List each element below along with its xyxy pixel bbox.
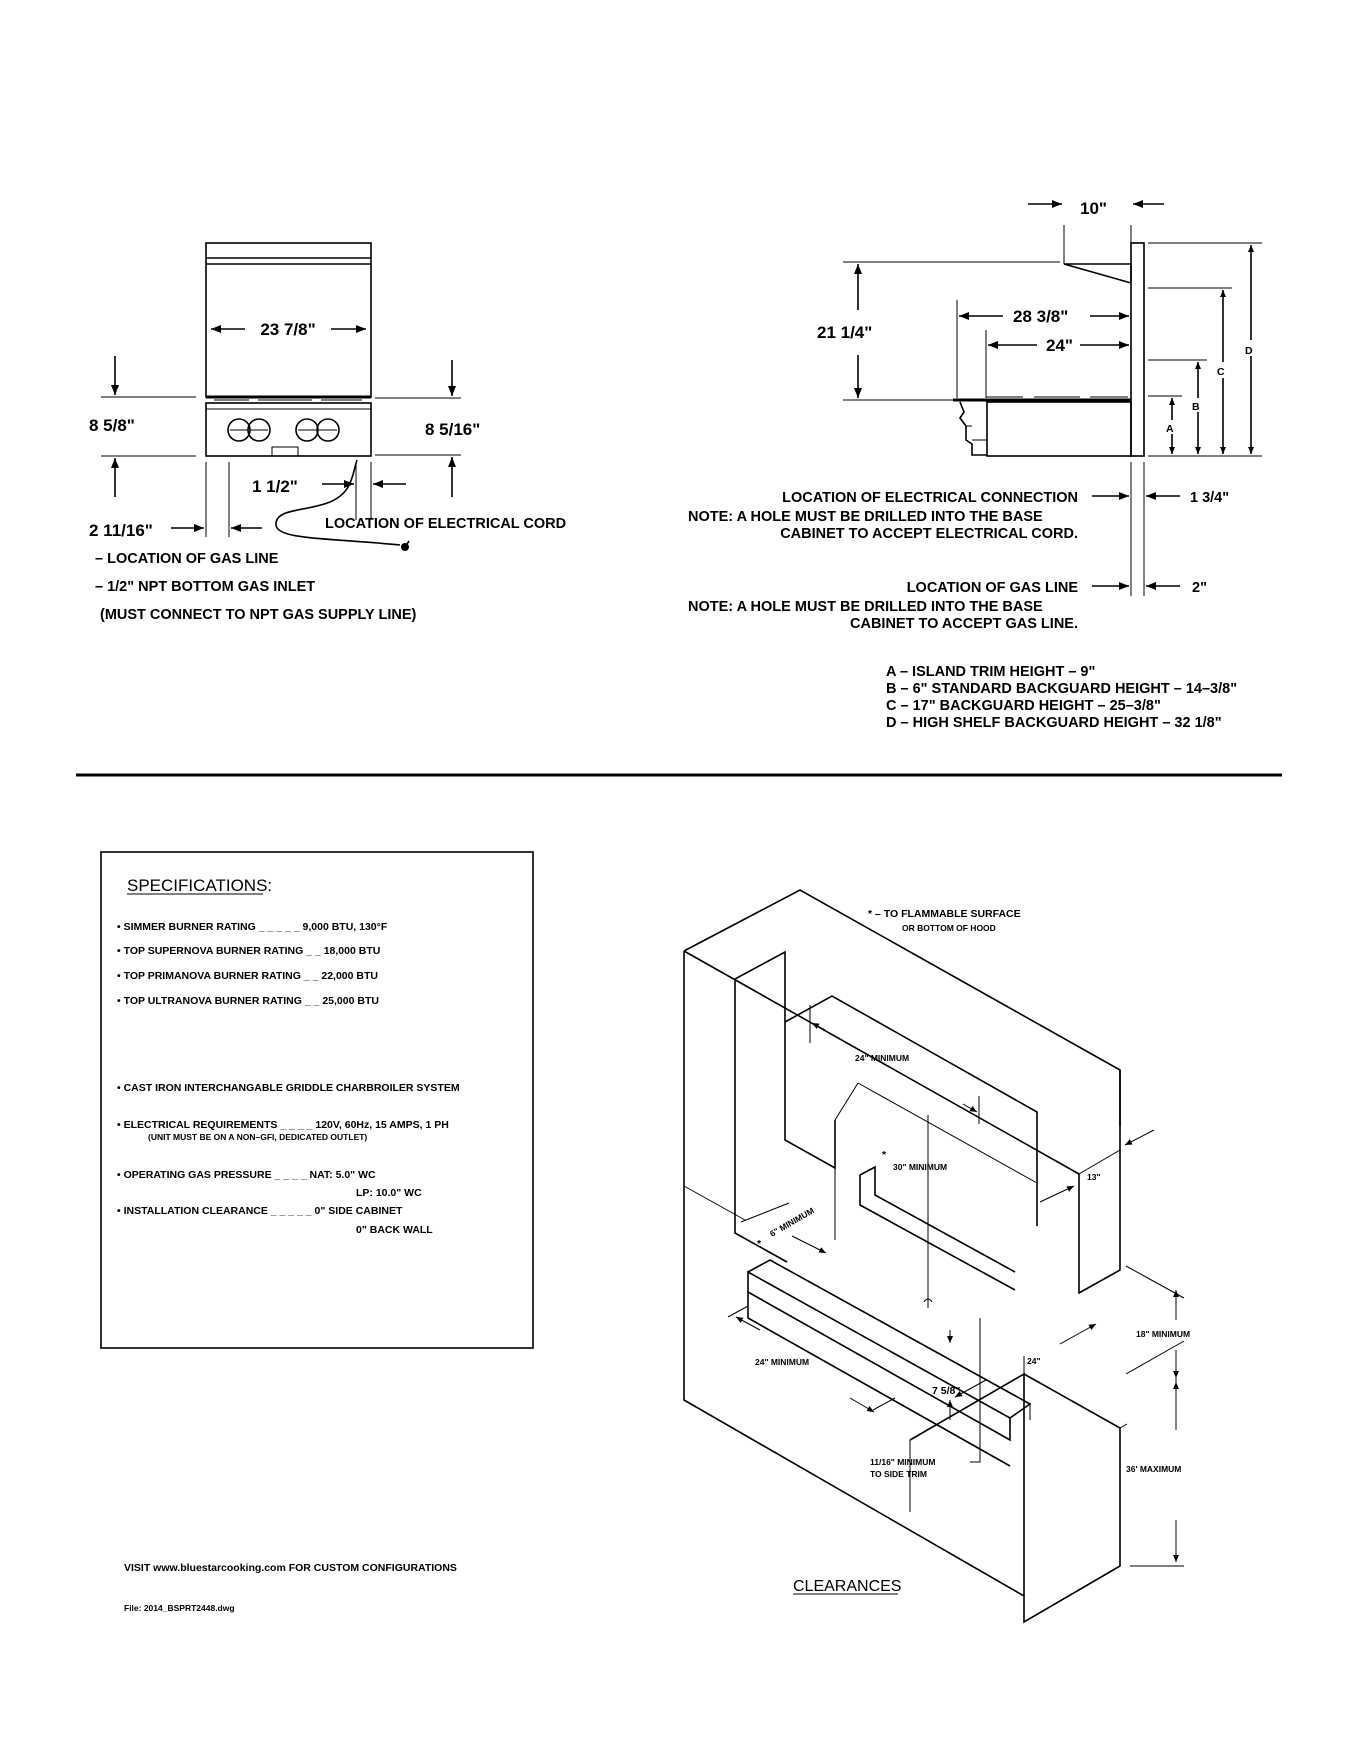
- spec-row-ultranova: • TOP ULTRANOVA BURNER RATING _ _ 25,000…: [117, 995, 379, 1007]
- front-left-height-dim: 8 5/8": [89, 416, 135, 435]
- gas-note-1-side: NOTE: A HOLE MUST BE DRILLED INTO THE BA…: [688, 599, 1043, 615]
- front-cord-offset-dim: 1 1/2": [252, 477, 298, 496]
- side-shelf: [1063, 263, 1132, 285]
- specifications-panel: SPECIFICATIONS: • SIMMER BURNER RATING _…: [100, 851, 534, 1349]
- gas-note-2: – 1/2" NPT BOTTOM GAS INLET: [95, 579, 315, 595]
- legend-d: D – HIGH SHELF BACKGUARD HEIGHT – 32 1/8…: [886, 715, 1222, 731]
- spec-electrical-note: (UNIT MUST BE ON A NON–GFI, DEDICATED OU…: [148, 1132, 367, 1142]
- side-view: 10" 21 1/4" 28 3/8" 24": [688, 199, 1262, 731]
- clear-counter-height: 18" MINIMUM: [1136, 1329, 1190, 1339]
- clear-depth: 24": [1027, 1356, 1041, 1366]
- footer-file: File: 2014_BSPRT2448.dwg: [124, 1603, 235, 1613]
- front-view: 23 7/8" 8 5/8" 8 5/16" 1 1/2" LOCATION O…: [89, 242, 566, 623]
- spec-title: SPECIFICATIONS:: [127, 876, 272, 895]
- dim-letter-c: C: [1217, 366, 1225, 378]
- clear-hood-depth: 13": [1087, 1172, 1101, 1182]
- spec-clearance: • INSTALLATION CLEARANCE _ _ _ _ _ 0" SI…: [117, 1205, 403, 1217]
- dim-letter-b: B: [1192, 401, 1200, 413]
- gas-note-2-side: CABINET TO ACCEPT GAS LINE.: [850, 616, 1078, 632]
- elec-label: LOCATION OF ELECTRICAL CONNECTION: [782, 490, 1078, 506]
- spec-row-primanova: • TOP PRIMANOVA BURNER RATING _ _ 22,000…: [117, 970, 378, 982]
- elec-note-2: CABINET TO ACCEPT ELECTRICAL CORD.: [780, 526, 1078, 542]
- gas-note-1: – LOCATION OF GAS LINE: [95, 551, 279, 567]
- elec-note-1: NOTE: A HOLE MUST BE DRILLED INTO THE BA…: [688, 509, 1043, 525]
- star-side: *: [757, 1238, 762, 1250]
- side-backguard: [1130, 242, 1145, 457]
- spec-row-supernova: • TOP SUPERNOVA BURNER RATING _ _ 18,000…: [117, 945, 380, 957]
- side-knob-profile: [959, 401, 987, 456]
- clear-note-1: * – TO FLAMMABLE SURFACE: [868, 908, 1021, 920]
- clearances-diagram: 24" MINIMUM * 30" MINIMUM * 6" MINIMUM 1…: [683, 889, 1190, 1624]
- cord-label: LOCATION OF ELECTRICAL CORD: [325, 516, 566, 532]
- clear-cabinet-width: 24" MINIMUM: [755, 1357, 809, 1367]
- spec-clearance-2: 0" BACK WALL: [356, 1224, 433, 1236]
- clearances-title: CLEARANCES: [793, 1578, 901, 1595]
- side-depth-dim: 28 3/8": [1013, 307, 1068, 326]
- clear-trim-min-2: TO SIDE TRIM: [870, 1469, 927, 1479]
- spec-griddle: • CAST IRON INTERCHANGABLE GRIDDLE CHARB…: [117, 1082, 460, 1094]
- spec-gas-pressure: • OPERATING GAS PRESSURE _ _ _ _ NAT: 5.…: [117, 1169, 376, 1181]
- spec-electrical: • ELECTRICAL REQUIREMENTS _ _ _ _ 120V, …: [117, 1119, 449, 1131]
- legend-a: A – ISLAND TRIM HEIGHT – 9": [886, 664, 1095, 680]
- plug-icon: [401, 540, 410, 551]
- clear-trim-dim: 7 5/8": [932, 1385, 960, 1397]
- legend-c: C – 17" BACKGUARD HEIGHT – 25–3/8": [886, 698, 1161, 714]
- spec-row-simmer: • SIMMER BURNER RATING _ _ _ _ _ 9,000 B…: [117, 921, 388, 933]
- dim-letter-a: A: [1166, 423, 1174, 435]
- elec-dim: 1 3/4": [1190, 490, 1229, 506]
- front-gas-offset-dim: 2 11/16": [89, 521, 153, 540]
- star-vertical: *: [882, 1149, 887, 1161]
- footer-visit: VISIT www.bluestarcooking.com FOR CUSTOM…: [124, 1562, 457, 1574]
- electrical-cord: [275, 459, 401, 546]
- side-height-dim: 21 1/4": [817, 323, 872, 342]
- front-right-height-dim: 8 5/16": [425, 420, 480, 439]
- gas-note-3: (MUST CONNECT TO NPT GAS SUPPLY LINE): [100, 607, 417, 623]
- clear-vertical: 30" MINIMUM: [893, 1162, 947, 1172]
- side-top-dim: 10": [1080, 199, 1107, 218]
- spec-gas-pressure-lp: LP: 10.0" WC: [356, 1187, 422, 1199]
- knob-group: [227, 418, 340, 442]
- clear-base-height: 36' MAXIMUM: [1126, 1464, 1181, 1474]
- legend-b: B – 6" STANDARD BACKGUARD HEIGHT – 14–3/…: [886, 681, 1237, 697]
- clear-side: 6" MINIMUM: [768, 1205, 816, 1238]
- clearance-rangetop: [747, 1270, 1011, 1442]
- dim-letter-d: D: [1245, 345, 1253, 357]
- gas-label: LOCATION OF GAS LINE: [907, 580, 1079, 596]
- gas-dim: 2": [1192, 580, 1207, 596]
- side-inner-depth-dim: 24": [1046, 336, 1073, 355]
- side-body: [986, 401, 1132, 457]
- clear-hood-width: 24" MINIMUM: [855, 1053, 909, 1063]
- front-width-dim: 23 7/8": [260, 320, 315, 339]
- clear-trim-min-1: 11/16" MINIMUM: [870, 1457, 935, 1467]
- clear-note-2: OR BOTTOM OF HOOD: [902, 923, 996, 933]
